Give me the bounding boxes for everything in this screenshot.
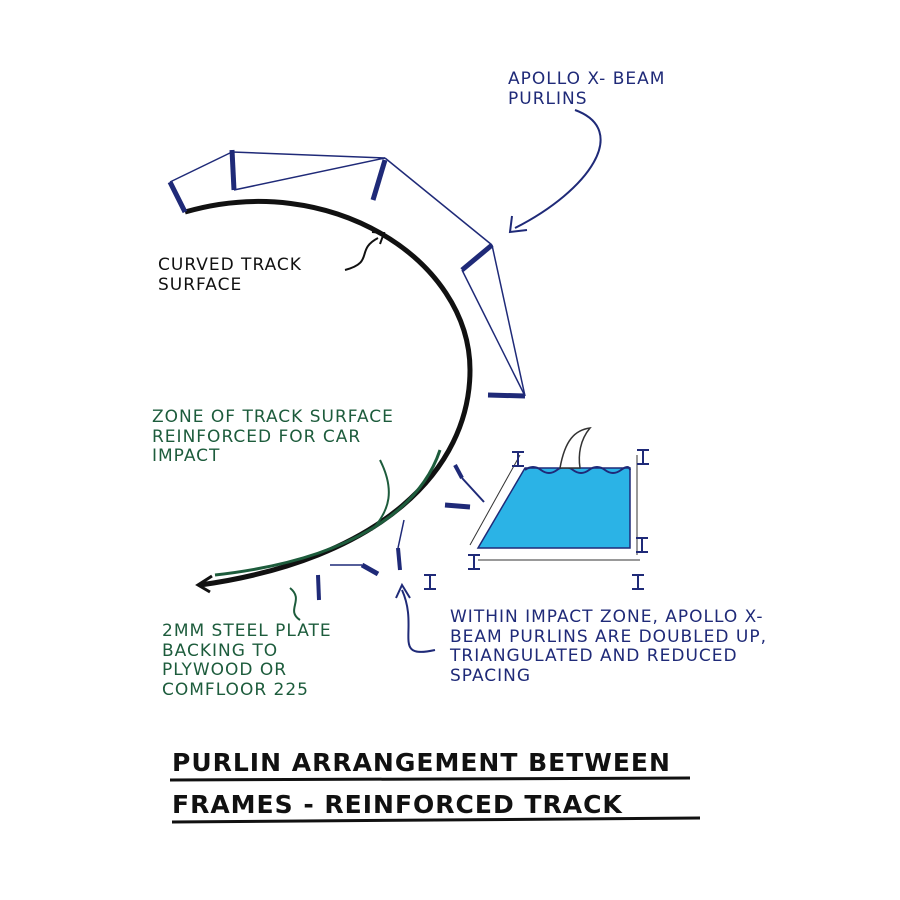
reinforced-zone-line	[214, 449, 442, 577]
purlins-arrow	[514, 109, 602, 229]
track-end-arrow	[195, 574, 213, 594]
impact-zone-label: Within Impact Zone, Apollo X-Beam Purlin…	[450, 607, 767, 686]
water-pool-icon	[424, 427, 649, 590]
curved-track-arrow	[344, 237, 379, 271]
title-underline-2	[171, 816, 701, 824]
title-line-2: FRAMES - REINFORCED TRACK	[172, 790, 623, 819]
title-line-1: PURLIN ARRANGEMENT BETWEEN	[172, 748, 671, 777]
impact-zone-arrow	[401, 589, 436, 653]
zone-arrow	[371, 459, 390, 531]
curved-track-label: Curved Track Surface	[158, 255, 302, 295]
steel-plate-label: 2mm Steel Plate Backing to Plywood or Co…	[162, 621, 332, 700]
purlin-truss	[167, 149, 526, 601]
reinforced-zone-label: Zone of Track Surface Reinforced for Car…	[152, 407, 394, 467]
title-underline-1	[169, 776, 691, 782]
steel-plate-arrow	[289, 587, 301, 621]
purlins-label: Apollo X- Beam Purlins	[508, 69, 666, 109]
